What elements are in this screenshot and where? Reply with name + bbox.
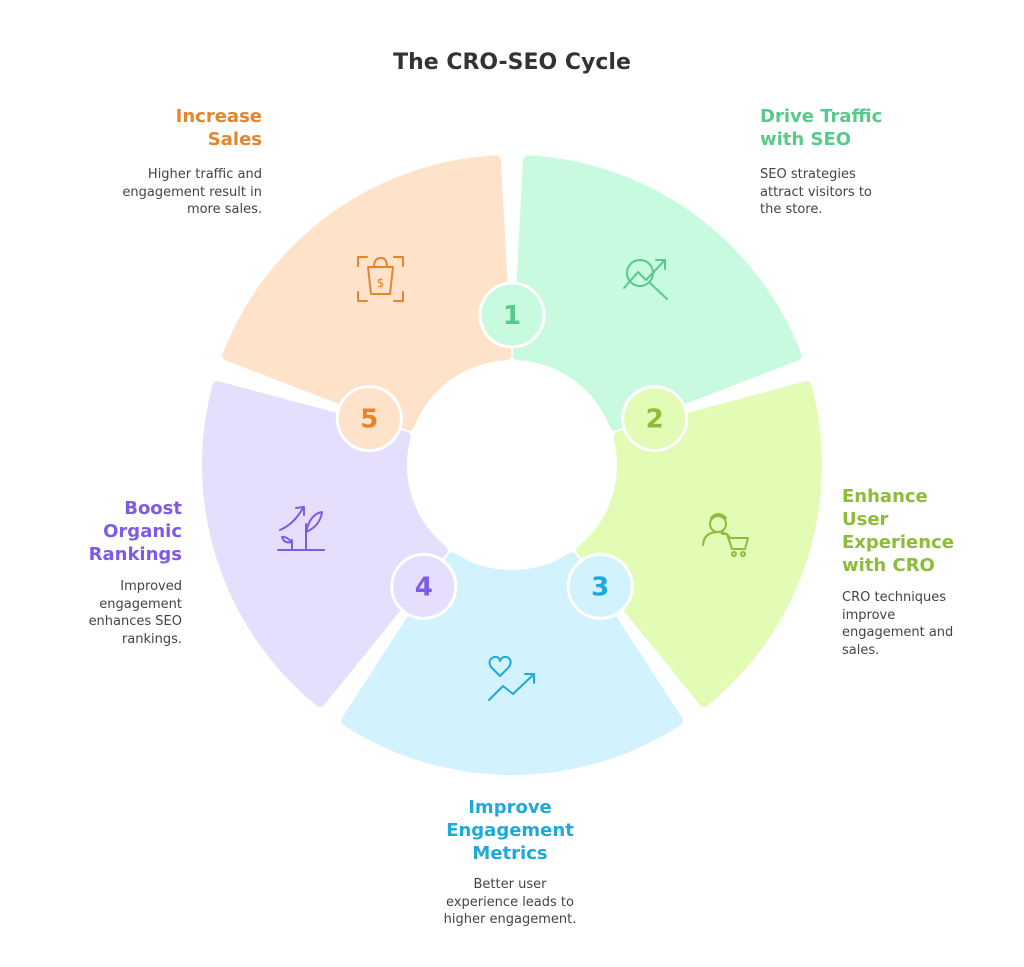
step-5-badge	[335, 385, 403, 453]
user-cart-icon	[702, 513, 749, 557]
step-2-description: CRO techniques improve engagement and sa…	[842, 590, 954, 658]
step-1-title: Drive Traffic with SEO	[760, 106, 883, 150]
step-2-number: 2	[646, 405, 664, 435]
heart-trend-icon	[488, 655, 535, 701]
step-2-title: Enhance User Experience with CRO	[842, 486, 954, 576]
step-4-number: 4	[415, 572, 433, 602]
step-4-description: Improved engagement enhances SEO ranking…	[88, 579, 182, 647]
growth-plant-icon	[277, 506, 325, 551]
step-3-badge	[566, 552, 634, 620]
page-title: The CRO-SEO Cycle	[393, 50, 631, 75]
step-1-number: 1	[503, 301, 521, 331]
step-1-segment	[512, 155, 802, 431]
step-5-segment	[222, 155, 512, 431]
step-3-description: Better user experience leads to higher e…	[443, 877, 577, 927]
traffic-search-icon	[623, 259, 668, 300]
step-2-segment	[576, 381, 822, 707]
step-5-description: Higher traffic and engagement result in …	[122, 167, 262, 217]
step-2-badge	[621, 385, 689, 453]
step-3-number: 3	[591, 572, 609, 602]
step-4-badge	[390, 552, 458, 620]
step-4-title: Boost Organic Rankings	[88, 498, 182, 565]
svg-text:$: $	[377, 276, 385, 290]
step-5-number: 5	[360, 405, 378, 435]
shopping-bag-dollar-icon: $	[357, 256, 404, 302]
step-1-description: SEO strategies attract visitors to the s…	[760, 167, 872, 217]
step-4-segment	[202, 381, 448, 707]
step-5-title: Increase Sales	[175, 106, 262, 150]
step-3-title: Improve Engagement Metrics	[446, 797, 574, 864]
step-1-badge	[478, 281, 546, 349]
